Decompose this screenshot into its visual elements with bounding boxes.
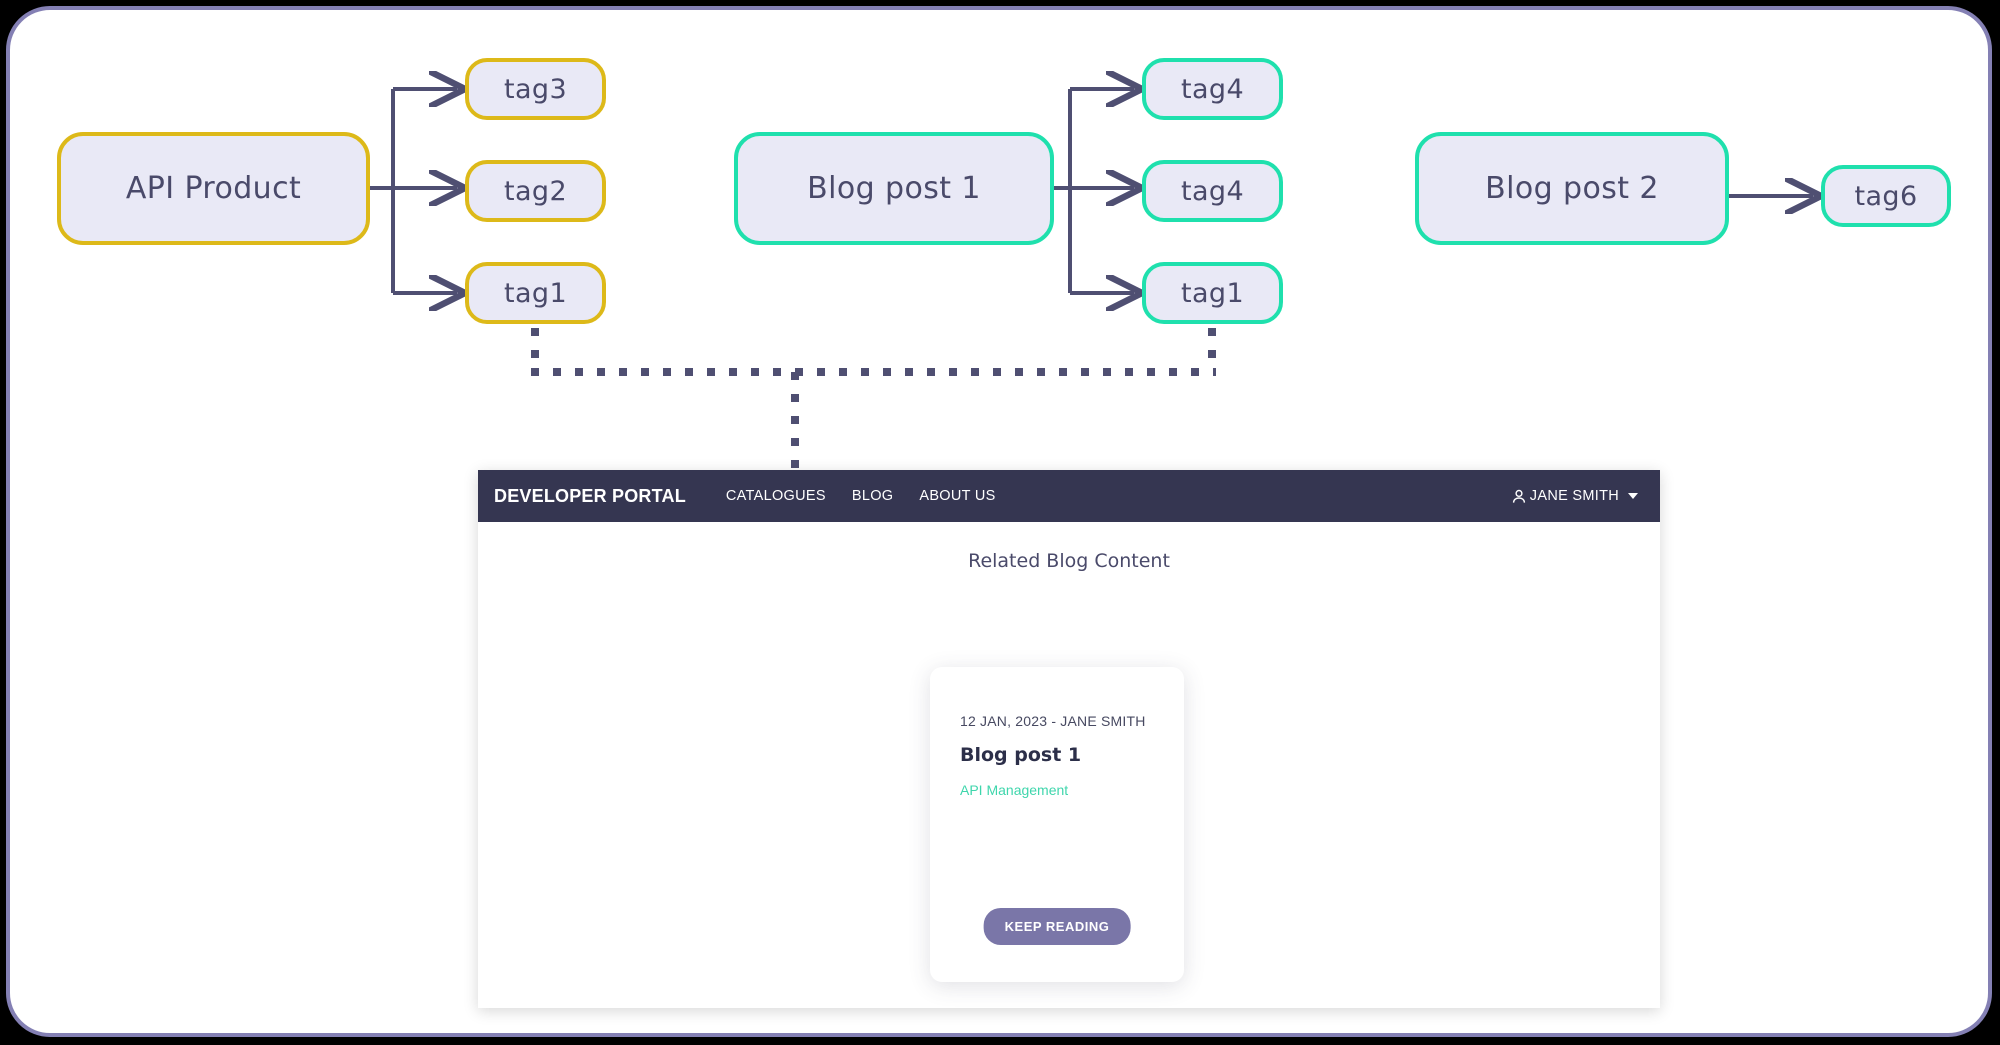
portal-navbar: DEVELOPER PORTAL CATALOGUES BLOG ABOUT U… (478, 470, 1660, 522)
node-label: tag3 (503, 73, 568, 105)
user-menu[interactable]: JANE SMITH (1512, 488, 1638, 504)
node-label: tag1 (503, 277, 568, 309)
card-title: Blog post 1 (960, 744, 1082, 766)
node-label: Blog post 1 (807, 171, 981, 206)
node-tag4-b: tag4 (1142, 160, 1283, 222)
node-tag6: tag6 (1821, 165, 1951, 227)
node-tag1-yellow: tag1 (465, 262, 606, 324)
blog-post-card[interactable]: 12 JAN, 2023 - JANE SMITH Blog post 1 AP… (930, 667, 1184, 982)
portal-body: Related Blog Content 12 JAN, 2023 - JANE… (478, 522, 1660, 1008)
node-tag3: tag3 (465, 58, 606, 120)
node-tag4-a: tag4 (1142, 58, 1283, 120)
node-api-product: API Product (57, 132, 370, 245)
node-tag2: tag2 (465, 160, 606, 222)
node-label: tag4 (1180, 73, 1245, 105)
card-category-link[interactable]: API Management (960, 782, 1069, 798)
card-meta: 12 JAN, 2023 - JANE SMITH (960, 713, 1146, 729)
node-blog-post-2: Blog post 2 (1415, 132, 1729, 245)
keep-reading-button[interactable]: KEEP READING (983, 908, 1131, 945)
node-blog-post-1: Blog post 1 (734, 132, 1054, 245)
nav-link-blog[interactable]: BLOG (851, 488, 894, 504)
outer-frame: API Product tag3 tag2 tag1 Blog post 1 t… (6, 6, 1992, 1037)
developer-portal-panel: DEVELOPER PORTAL CATALOGUES BLOG ABOUT U… (478, 470, 1660, 1008)
nav-link-catalogues[interactable]: CATALOGUES (725, 488, 826, 504)
person-icon (1512, 489, 1526, 504)
chevron-down-icon (1628, 493, 1638, 499)
node-label: tag2 (503, 175, 568, 207)
node-label: tag1 (1180, 277, 1245, 309)
portal-brand: DEVELOPER PORTAL (494, 485, 686, 506)
nav-link-about-us[interactable]: ABOUT US (919, 488, 996, 504)
node-label: API Product (125, 171, 302, 206)
node-label: tag4 (1180, 175, 1245, 207)
node-tag1-teal: tag1 (1142, 262, 1283, 324)
node-label: Blog post 2 (1485, 171, 1659, 206)
node-label: tag6 (1854, 180, 1918, 212)
user-name: JANE SMITH (1529, 488, 1619, 504)
related-blog-content-heading: Related Blog Content (968, 550, 1170, 572)
